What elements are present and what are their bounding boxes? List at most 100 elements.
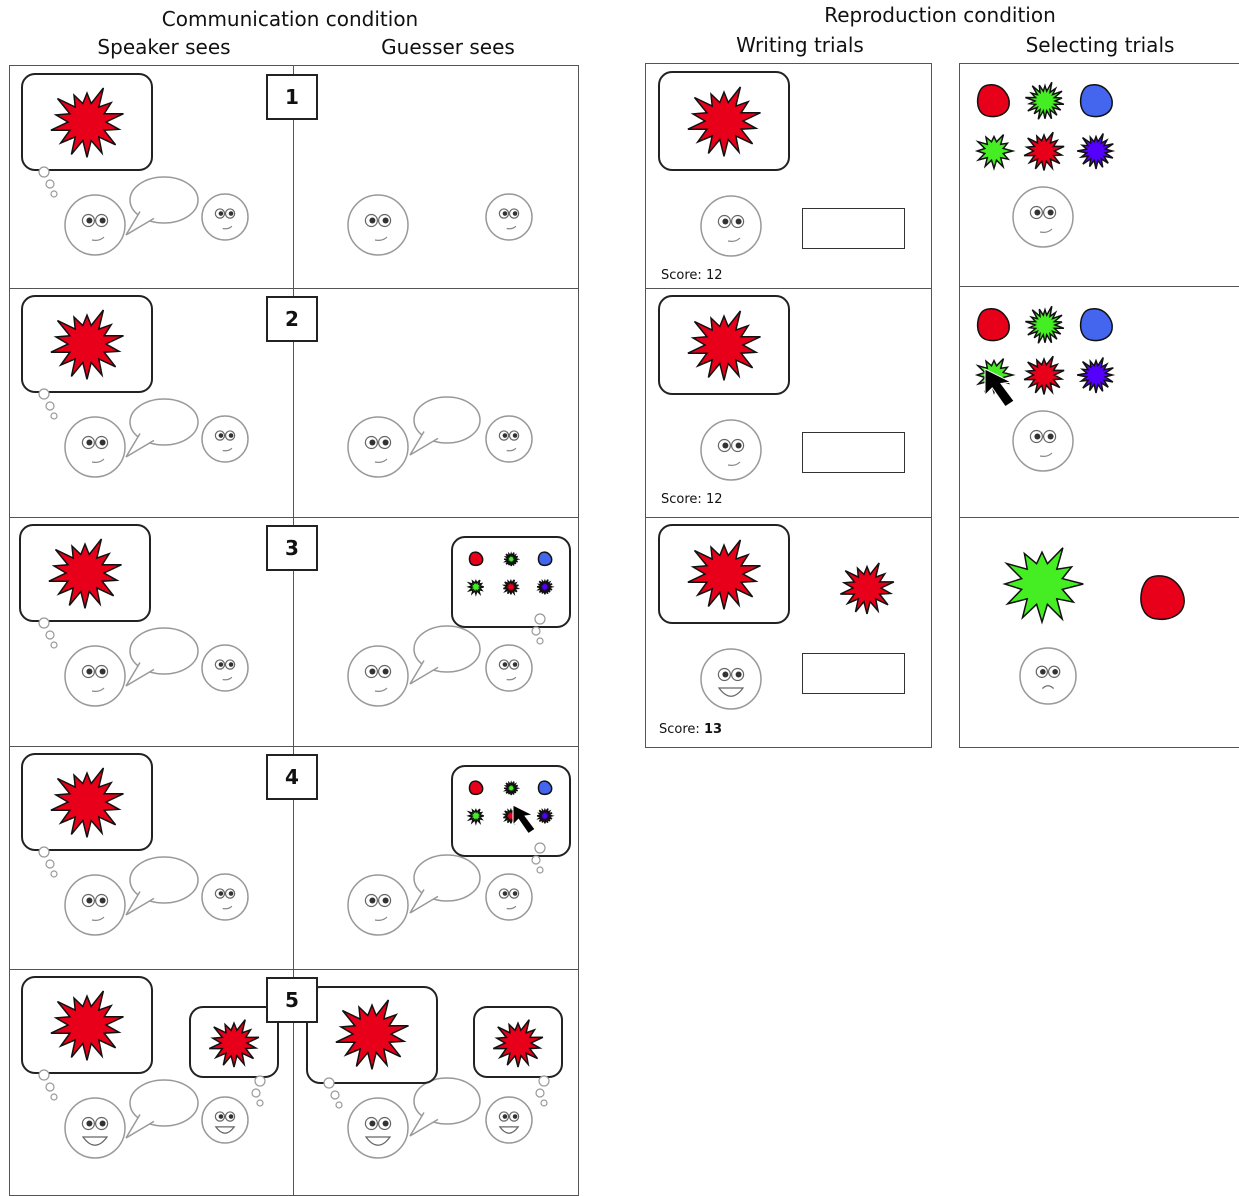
speaker-face-2	[64, 416, 126, 478]
select-green-star-1	[974, 134, 1016, 171]
guesser-face-2	[347, 416, 409, 478]
guesser-speech-bubble-3	[409, 625, 481, 685]
select-cursor-icon-2	[984, 368, 1015, 408]
guesser-face-3	[347, 645, 409, 707]
speaker-target-star-3	[48, 538, 122, 609]
guesser-choice-card-4	[451, 765, 571, 857]
guesser-face-5	[347, 1097, 409, 1159]
select-feedback-green-star-3	[1002, 547, 1084, 625]
guesser-partner-thought-dots-5	[535, 1075, 550, 1107]
guesser-partner-face-3	[485, 644, 533, 692]
guesser-choice-3-red-star	[501, 578, 521, 596]
row-divider-5	[10, 969, 578, 970]
guesser-thought-dots-4	[531, 842, 546, 874]
speaker-partner-face-4	[201, 873, 249, 921]
writing-trials-panel	[645, 63, 932, 748]
select-face-2	[1012, 410, 1074, 472]
select-feedback-red-blob-3	[1140, 575, 1185, 621]
guesser-target-star-5	[335, 999, 409, 1070]
speaker-partner-face-2	[201, 415, 249, 463]
writing-score-label-1: Score:	[661, 268, 706, 283]
guesser-cursor-icon-4	[512, 804, 536, 835]
speaker-thought-dots-5	[38, 1069, 58, 1101]
writing-score-label-2: Score:	[661, 492, 706, 507]
writing-score-label-3: Score:	[659, 722, 704, 737]
select-blue-blob-1	[1079, 84, 1113, 118]
selecting-row-divider-3	[960, 517, 1239, 518]
trial-number-5: 5	[266, 977, 318, 1023]
guesser-speech-bubble-2	[409, 396, 481, 456]
guesser-choice-3-green-star	[466, 578, 485, 597]
guesser-speech-bubble-4	[409, 854, 481, 914]
writing-feedback-star-3	[840, 562, 895, 615]
guesser-thought-dots-5	[323, 1077, 343, 1109]
writing-row-divider-3	[646, 517, 931, 518]
select-red-star-1	[1023, 131, 1065, 171]
writing-input-1[interactable]	[802, 208, 905, 249]
speaker-face-5	[64, 1097, 126, 1159]
writing-score-1: Score: 12	[661, 268, 722, 283]
writing-target-star-3	[687, 539, 761, 610]
guesser-speech-bubble-5	[409, 1077, 481, 1137]
guesser-partner-face-2	[485, 415, 533, 463]
select-face-1	[1012, 186, 1074, 248]
guesser-choice-4-purple-star	[535, 807, 555, 824]
guesser-face-4	[347, 874, 409, 936]
writing-input-3[interactable]	[802, 653, 905, 694]
row-divider-4	[10, 746, 578, 747]
writing-trials-label: Writing trials	[736, 33, 864, 57]
speaker-thought-dots-2	[38, 388, 58, 420]
guesser-face-1	[347, 194, 409, 256]
select-face-3	[1019, 647, 1077, 705]
trial-number-4: 4	[266, 754, 318, 800]
select-red-star-2	[1023, 355, 1065, 395]
selecting-trials-label: Selecting trials	[1025, 33, 1175, 57]
speaker-partner-guess-star-5	[208, 1019, 260, 1068]
speaker-face-3	[64, 645, 126, 707]
select-red-blob-1	[976, 84, 1010, 118]
select-green-spiky-2	[1025, 305, 1065, 344]
speaker-partner-face-1	[201, 193, 249, 241]
trial-number-1: 1	[266, 74, 318, 120]
reproduction-condition-title: Reproduction condition	[824, 3, 1056, 27]
guesser-choice-4-red-blob	[469, 780, 484, 796]
writing-face-1	[700, 195, 762, 257]
row-divider-2	[10, 288, 578, 289]
writing-row-divider-2	[646, 288, 931, 289]
select-purple-star-1	[1077, 133, 1116, 170]
speaker-speech-bubble-4	[125, 856, 199, 916]
guesser-choice-3-red-blob	[469, 551, 484, 567]
writing-score-2: Score: 12	[661, 492, 722, 507]
speaker-speech-bubble-3	[125, 627, 199, 687]
speaker-thought-dots-3	[38, 617, 58, 649]
guesser-thought-dots-3	[531, 613, 546, 645]
writing-face-3	[700, 648, 762, 710]
guesser-partner-face-5	[485, 1096, 533, 1144]
writing-target-star-1	[687, 86, 761, 157]
speaker-speech-bubble-1	[125, 176, 199, 236]
guesser-choice-4-green-spiky	[502, 780, 520, 796]
speaker-partner-face-3	[201, 644, 249, 692]
speaker-target-star-2	[50, 309, 124, 380]
selecting-row-divider-2	[960, 286, 1239, 287]
writing-target-star-2	[687, 310, 761, 381]
speaker-speech-bubble-5	[125, 1079, 199, 1139]
writing-face-2	[700, 419, 762, 481]
writing-input-2[interactable]	[802, 432, 905, 473]
guesser-choice-3-green-spiky	[502, 551, 520, 567]
guesser-partner-face-4	[485, 873, 533, 921]
writing-score-value-1: 12	[705, 268, 723, 283]
writing-score-3: Score: 13	[659, 722, 722, 737]
select-purple-star-2	[1077, 357, 1116, 394]
speaker-target-star-1	[50, 87, 124, 158]
guesser-partner-face-1	[485, 193, 533, 241]
guesser-guess-star-5	[492, 1019, 544, 1068]
select-green-spiky-1	[1025, 81, 1065, 120]
speaker-target-star-4	[50, 767, 124, 838]
speaker-face-4	[64, 874, 126, 936]
row-divider-3	[10, 517, 578, 518]
writing-score-value-2: 12	[705, 492, 723, 507]
writing-score-value-3: 13	[703, 722, 723, 737]
speaker-face-1	[64, 194, 126, 256]
guesser-choice-3-blue-blob	[537, 551, 553, 567]
